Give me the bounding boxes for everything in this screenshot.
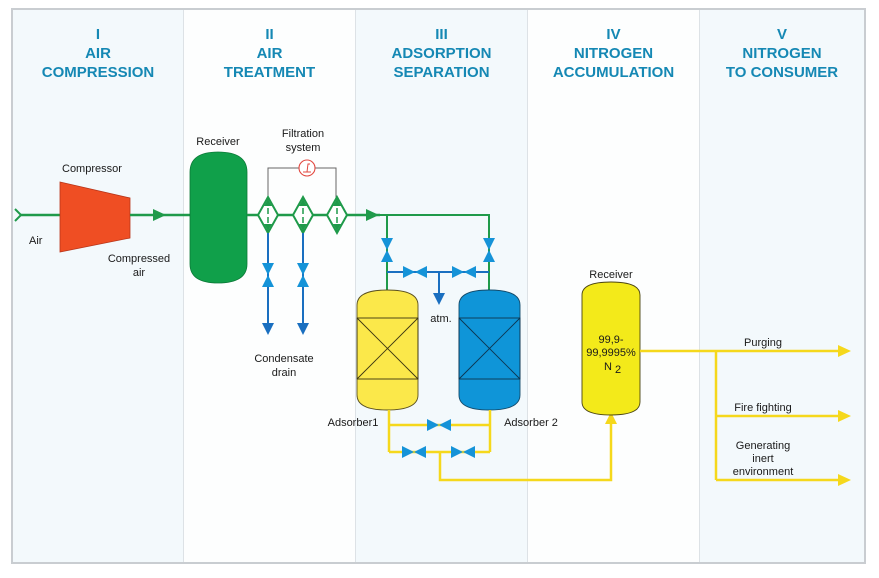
drain-arrow-icon bbox=[262, 323, 274, 335]
column-title-line2: ACCUMULATION bbox=[552, 64, 675, 81]
compressor-icon bbox=[59, 181, 131, 253]
filter-icon bbox=[256, 194, 280, 236]
valve-icon bbox=[402, 446, 426, 458]
purging-arrow-icon bbox=[838, 345, 851, 357]
flow-arrow-icon bbox=[153, 209, 166, 221]
column-numeral: II bbox=[265, 26, 274, 43]
column-numeral: I bbox=[95, 26, 101, 43]
condensate-label-2: drain bbox=[272, 367, 296, 379]
purging-label: Purging bbox=[744, 337, 782, 349]
condensate-label-1: Condensate bbox=[254, 353, 313, 365]
gauge-needle-icon bbox=[303, 163, 311, 173]
column-title-line2: TREATMENT bbox=[223, 64, 316, 81]
filters bbox=[256, 194, 349, 236]
valve-icon bbox=[452, 266, 476, 278]
filtration-label-1: Filtration bbox=[282, 128, 324, 140]
drain-valve bbox=[297, 233, 309, 335]
air-label: Air bbox=[29, 235, 43, 247]
inert-label-2: inert bbox=[752, 453, 773, 465]
column-title: III ADSORPTION SEPARATION bbox=[356, 25, 527, 82]
inert-arrow-icon bbox=[838, 474, 851, 486]
air-inlet bbox=[14, 208, 60, 222]
column-title-line2: COMPRESSION bbox=[41, 64, 155, 81]
consumer-lines bbox=[640, 345, 851, 486]
diagram-frame: I AIR COMPRESSION II AIR TREATMENT III A… bbox=[11, 8, 866, 564]
nitrogen-receiver-label: Receiver bbox=[589, 269, 633, 281]
drain-arrow-icon bbox=[297, 323, 309, 335]
purity-line-2: 99,9995% bbox=[586, 347, 636, 359]
adsorber-1-bed bbox=[356, 317, 419, 380]
column-title-line1: AIR bbox=[85, 45, 111, 62]
purity-line-3: N bbox=[604, 361, 612, 373]
flow-arrow-icon bbox=[366, 209, 379, 221]
inert-label-1: Generating bbox=[736, 440, 790, 452]
outlet-valves bbox=[402, 419, 475, 458]
atm-label: atm. bbox=[430, 313, 451, 325]
column-title: I AIR COMPRESSION bbox=[13, 25, 183, 82]
column-nitrogen-to-consumer: V NITROGEN TO CONSUMER bbox=[700, 10, 864, 562]
column-title: V NITROGEN TO CONSUMER bbox=[700, 25, 864, 82]
drain-valve bbox=[262, 233, 274, 335]
filter-icon bbox=[291, 194, 315, 236]
receiver-tank-icon bbox=[189, 151, 248, 284]
column-air-compression: I AIR COMPRESSION bbox=[13, 10, 184, 562]
filter-icon bbox=[325, 194, 349, 236]
compressed-air-label-1: Compressed bbox=[108, 253, 170, 265]
adsorber-2-tank-icon bbox=[458, 289, 521, 411]
nitrogen-outlet-piping bbox=[387, 410, 617, 482]
compressor-label: Compressor bbox=[62, 163, 122, 175]
condensate-drains bbox=[262, 233, 309, 335]
adsorber-2 bbox=[458, 289, 521, 411]
column-title-line2: TO CONSUMER bbox=[725, 64, 839, 81]
filtration-label-2: system bbox=[286, 142, 321, 154]
inlet-valves bbox=[381, 238, 495, 278]
receiver-label: Receiver bbox=[196, 136, 240, 148]
column-title-line1: AIR bbox=[256, 45, 283, 62]
column-numeral: IV bbox=[606, 26, 621, 43]
valve-icon bbox=[403, 266, 427, 278]
atm-arrow-icon bbox=[433, 293, 445, 305]
flow-arrow-icon bbox=[605, 412, 617, 424]
adsorber-1 bbox=[356, 289, 419, 411]
adsorber-1-tank-icon bbox=[356, 289, 419, 411]
adsorber-feed-line bbox=[380, 214, 490, 290]
nitrogen-receiver-tank-icon bbox=[581, 281, 641, 416]
adsorber-1-label: Adsorber1 bbox=[328, 417, 379, 429]
column-numeral: V bbox=[776, 26, 787, 43]
valve-icon bbox=[262, 263, 274, 275]
column-title-line1: NITROGEN bbox=[573, 45, 654, 62]
purity-subscript: 2 bbox=[615, 364, 621, 376]
purity-line-1: 99,9- bbox=[598, 334, 623, 346]
adsorber-2-bed bbox=[458, 317, 521, 380]
valve-icon bbox=[427, 419, 451, 431]
compressed-air-label-2: air bbox=[133, 267, 146, 279]
valve-icon bbox=[297, 263, 309, 275]
fire-fighting-label: Fire fighting bbox=[734, 402, 791, 414]
adsorber-2-label: Adsorber 2 bbox=[504, 417, 558, 429]
column-title: IV NITROGEN ACCUMULATION bbox=[528, 25, 699, 82]
column-title-line1: ADSORPTION bbox=[391, 45, 492, 62]
valve-icon bbox=[381, 238, 393, 262]
inert-label-3: environment bbox=[733, 466, 794, 478]
column-title: II AIR TREATMENT bbox=[184, 25, 355, 82]
column-adsorption-separation: III ADSORPTION SEPARATION bbox=[356, 10, 528, 562]
column-title-line1: NITROGEN bbox=[742, 45, 822, 62]
column-numeral: III bbox=[435, 26, 448, 43]
column-title-line2: SEPARATION bbox=[393, 64, 490, 81]
valve-icon bbox=[483, 238, 495, 262]
valve-icon bbox=[451, 446, 475, 458]
fire-fighting-arrow-icon bbox=[838, 410, 851, 422]
